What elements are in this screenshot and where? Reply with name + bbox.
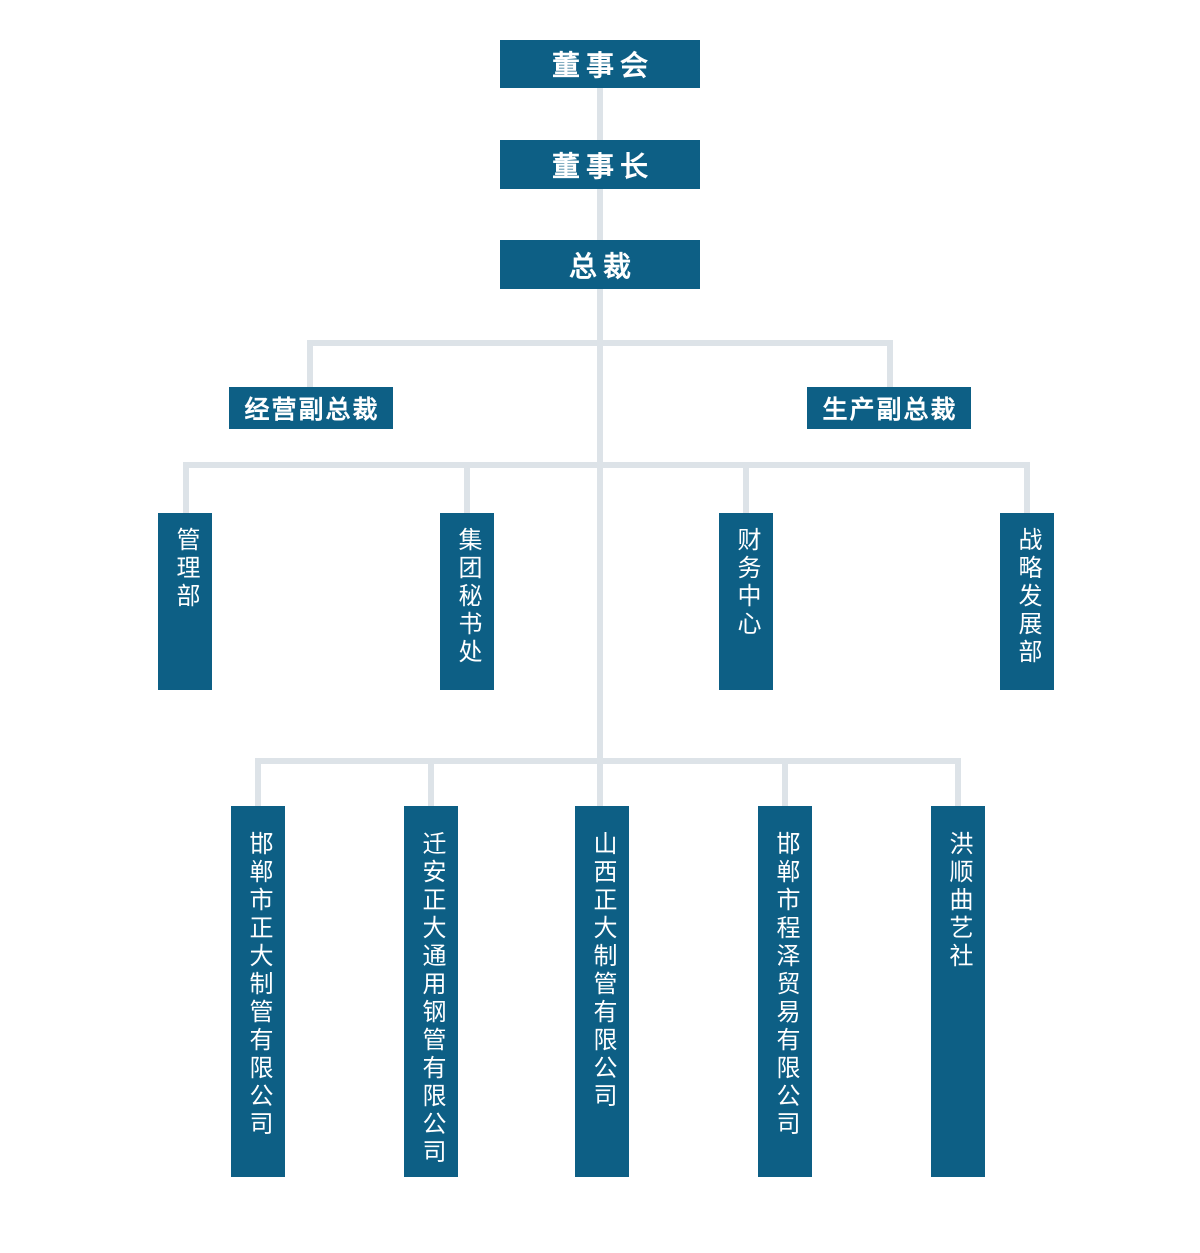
- node-group-secretariat-label: 集团秘书处: [454, 527, 481, 667]
- node-finance-center-label: 财务中心: [733, 527, 760, 639]
- node-management-dept: 管理部: [158, 513, 212, 690]
- connector-drop-sub1: [255, 758, 261, 806]
- node-group-secretariat: 集团秘书处: [440, 513, 494, 690]
- node-sub-handan-zhengda-pipe-label: 邯郸市正大制管有限公司: [245, 831, 272, 1139]
- connector-level2-horizontal: [307, 340, 893, 346]
- connector-drop-secretariat: [464, 462, 470, 513]
- node-sub-shanxi-zhengda-pipe: 山西正大制管有限公司: [575, 806, 629, 1177]
- node-board-label: 董事会: [551, 51, 654, 82]
- node-president: 总裁: [500, 240, 700, 289]
- connector-president-trunk: [597, 289, 603, 806]
- node-sub-shanxi-zhengda-pipe-label: 山西正大制管有限公司: [589, 831, 616, 1111]
- node-vp-production-label: 生产副总裁: [822, 397, 958, 424]
- node-chairman-label: 董事长: [551, 151, 654, 183]
- node-president-label: 总裁: [568, 251, 637, 283]
- node-board: 董事会: [500, 40, 700, 88]
- node-vp-production: 生产副总裁: [807, 387, 971, 429]
- connector-drop-management: [183, 462, 189, 513]
- connector-level3-horizontal: [183, 462, 1030, 468]
- connector-drop-vp-operations: [307, 340, 313, 387]
- node-sub-handan-zhengda-pipe: 邯郸市正大制管有限公司: [231, 806, 285, 1177]
- node-sub-qianan-zhengda-steel: 迁安正大通用钢管有限公司: [404, 806, 458, 1177]
- node-sub-handan-chengze-trading: 邯郸市程泽贸易有限公司: [758, 806, 812, 1177]
- connector-drop-sub5: [955, 758, 961, 806]
- node-sub-hongshun-quyi-label: 洪顺曲艺社: [945, 831, 972, 971]
- node-vp-operations: 经营副总裁: [229, 387, 393, 429]
- node-sub-hongshun-quyi: 洪顺曲艺社: [931, 806, 985, 1177]
- connector-drop-strategy: [1024, 462, 1030, 513]
- node-sub-qianan-zhengda-steel-label: 迁安正大通用钢管有限公司: [418, 831, 445, 1167]
- connector-board-chairman: [597, 88, 603, 140]
- connector-drop-sub4: [782, 758, 788, 806]
- node-management-dept-label: 管理部: [172, 527, 199, 611]
- connector-chairman-president: [597, 189, 603, 240]
- node-strategy-dev-dept: 战略发展部: [1000, 513, 1054, 690]
- node-sub-handan-chengze-trading-label: 邯郸市程泽贸易有限公司: [772, 831, 799, 1139]
- node-vp-operations-label: 经营副总裁: [244, 397, 380, 424]
- node-finance-center: 财务中心: [719, 513, 773, 690]
- node-strategy-dev-dept-label: 战略发展部: [1014, 527, 1041, 667]
- node-chairman: 董事长: [500, 140, 700, 189]
- connector-drop-sub2: [428, 758, 434, 806]
- connector-drop-vp-production: [887, 340, 893, 387]
- connector-drop-finance: [743, 462, 749, 513]
- connector-level4-horizontal: [255, 758, 961, 764]
